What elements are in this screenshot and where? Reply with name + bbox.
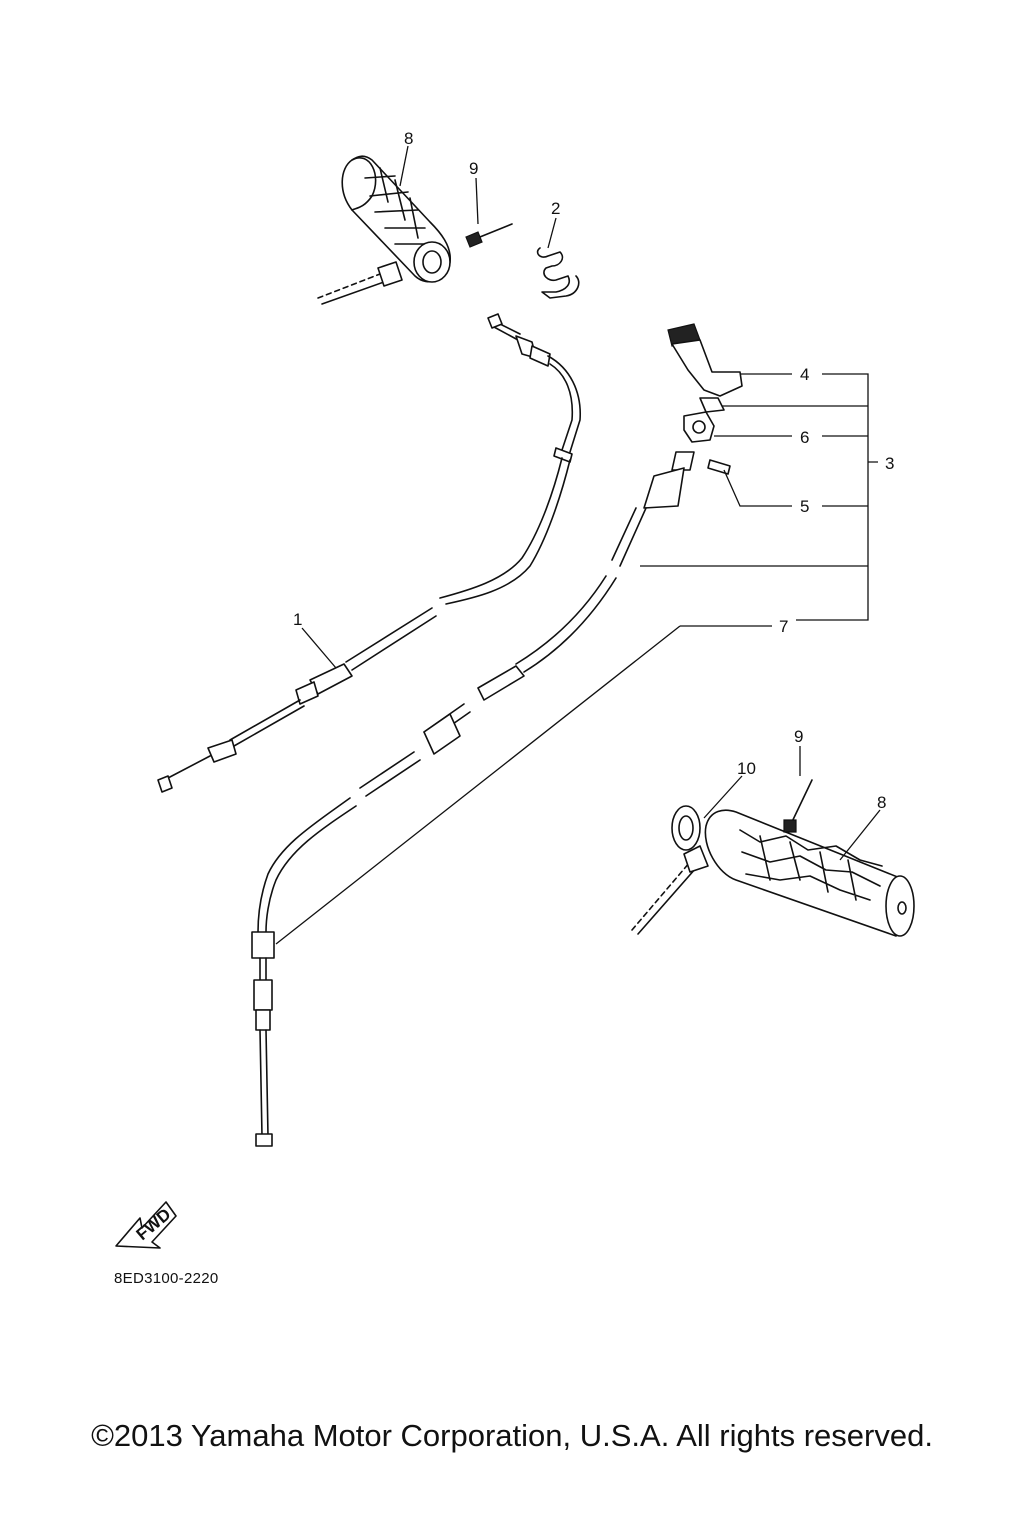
grip-lower-right xyxy=(631,805,915,937)
label-part-6: 6 xyxy=(800,428,809,447)
cable-7 xyxy=(251,451,695,1147)
pin-upper xyxy=(465,223,513,248)
spring-clip xyxy=(536,247,580,299)
label-part-10: 10 xyxy=(737,759,756,778)
fwd-arrow-icon: FWD xyxy=(115,1201,177,1249)
label-part-7: 7 xyxy=(779,617,788,636)
copyright-notice: ©2013 Yamaha Motor Corporation, U.S.A. A… xyxy=(91,1418,933,1453)
label-part-5: 5 xyxy=(800,497,809,516)
label-part-9-lower: 9 xyxy=(794,727,803,746)
label-part-3: 3 xyxy=(885,454,894,473)
label-part-2: 2 xyxy=(551,199,560,218)
label-part-8-lower: 8 xyxy=(877,793,886,812)
label-part-9-upper: 9 xyxy=(469,159,478,178)
label-part-8-upper: 8 xyxy=(404,129,413,148)
cable-1 xyxy=(157,313,581,793)
label-part-1: 1 xyxy=(293,610,302,629)
leader-lines xyxy=(275,145,881,945)
diagram-code: 8ED3100-2220 xyxy=(114,1270,219,1287)
label-part-4: 4 xyxy=(800,365,809,384)
pin-lower xyxy=(783,779,813,833)
grip-upper-left xyxy=(317,155,451,305)
